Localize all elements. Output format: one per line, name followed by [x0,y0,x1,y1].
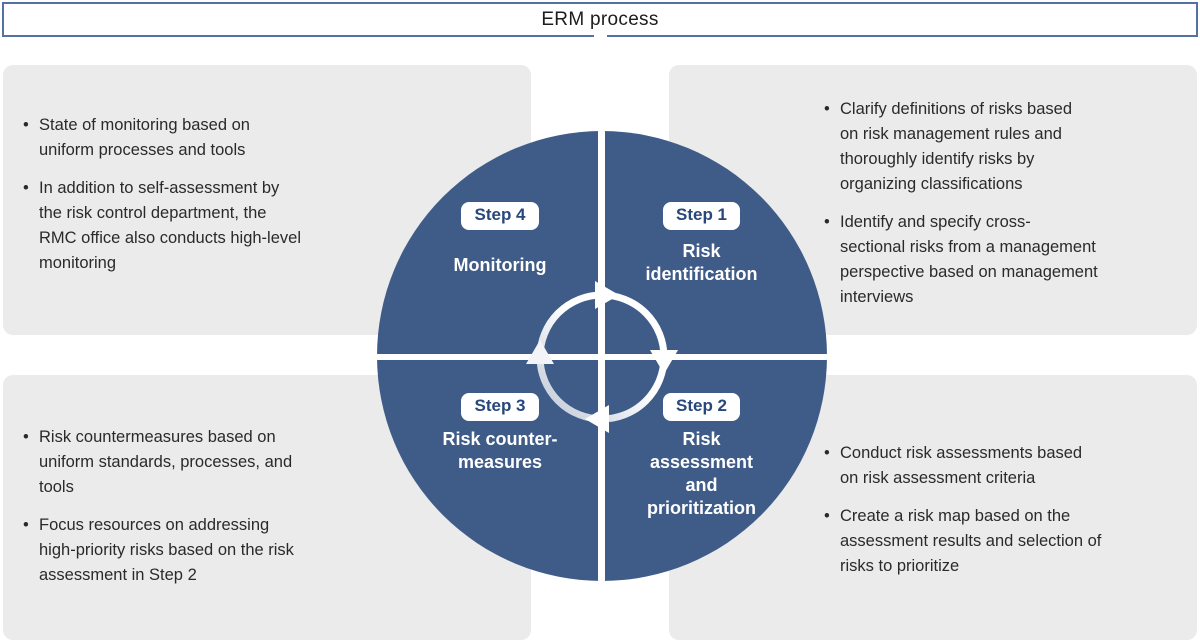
bullet-list: State of monitoring based on uniform pro… [22,113,417,276]
step-3-label: Risk counter- measures [442,429,558,472]
bullet-text: State of monitoring based on uniform pro… [39,116,250,159]
title-connector-notch [594,33,607,38]
bullet-text: Identify and specify cross- sectional ri… [840,213,1098,306]
step-4-label: Monitoring [453,255,547,275]
bullet-text: Clarify definitions of risks based on ri… [840,100,1073,193]
bullet-item: State of monitoring based on uniform pro… [22,113,417,163]
bullet-text: Risk countermeasures based on uniform st… [39,428,293,496]
bullet-item: Create a risk map based on the assessmen… [823,504,1188,579]
quadrant-step-2: Step 2 Risk assessment and prioritizatio… [599,393,804,520]
bullet-item: Clarify definitions of risks based on ri… [823,97,1188,197]
bullet-text: Conduct risk assessments based on risk a… [840,444,1083,487]
quadrant-divider-horizontal [377,354,827,360]
quadrant-step-3: Step 3 Risk counter- measures [395,393,605,474]
step-1-badge: Step 1 [662,202,741,230]
bullet-item: Identify and specify cross- sectional ri… [823,210,1188,310]
bullet-item: In addition to self-assessment by the ri… [22,176,417,276]
diagram-title-bar: ERM process [2,2,1198,37]
bullet-list: Conduct risk assessments based on risk a… [823,441,1188,579]
step-3-badge: Step 3 [461,393,539,421]
bullet-text: Focus resources on addressing high-prior… [39,516,294,584]
bullet-text: In addition to self-assessment by the ri… [39,179,301,272]
quadrant-step-1: Step 1 Risk identification [599,202,804,286]
bullet-item: Risk countermeasures based on uniform st… [22,425,417,500]
step-1-label: Risk identification [645,241,758,284]
bullet-item: Focus resources on addressing high-prior… [22,513,417,588]
bullet-text: Create a risk map based on the assessmen… [840,507,1102,575]
step-4-badge: Step 4 [461,202,539,230]
bullet-list: Clarify definitions of risks based on ri… [823,97,1188,310]
page-title: ERM process [541,8,659,30]
quadrant-step-4: Step 4 Monitoring [395,202,605,277]
erm-cycle-circle: Step 4 Monitoring Step 1 Risk identifica… [377,131,827,581]
step-2-label: Risk assessment and prioritization [647,429,756,518]
bullet-list: Risk countermeasures based on uniform st… [22,425,417,588]
cycle-arrows-icon [526,281,678,433]
bullet-item: Conduct risk assessments based on risk a… [823,441,1188,491]
step-2-badge: Step 2 [662,393,741,421]
